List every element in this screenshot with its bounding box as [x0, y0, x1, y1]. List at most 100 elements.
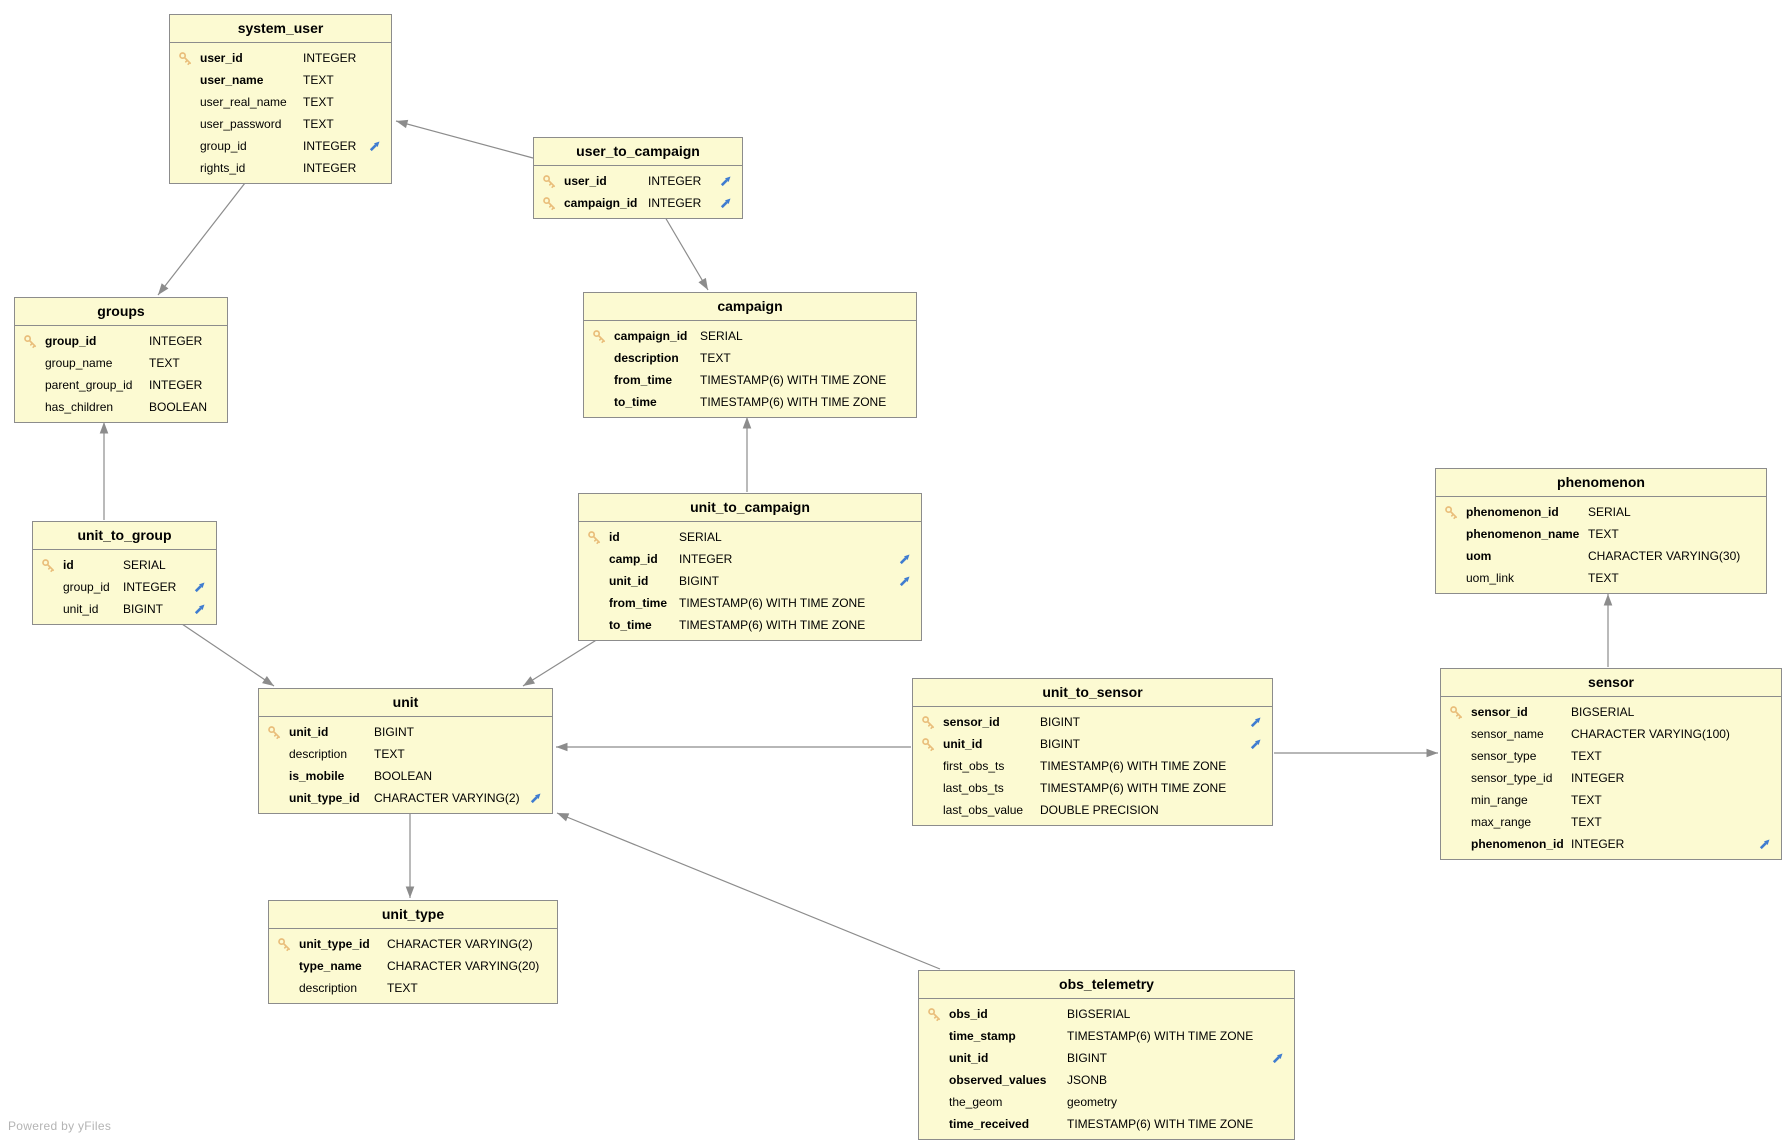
- field-type: SERIAL: [1588, 505, 1631, 519]
- field-type: INTEGER: [123, 580, 177, 594]
- field-name: last_obs_ts: [943, 781, 1004, 795]
- edge-unit_to_campaign-to-unit[interactable]: [522, 638, 599, 687]
- primary-key-icon: [1441, 705, 1471, 720]
- field-name: sensor_name: [1471, 727, 1544, 741]
- field-type: DOUBLE PRECISION: [1040, 803, 1159, 817]
- field-name: id: [63, 558, 74, 572]
- ne-arrow-glyph: [194, 582, 205, 593]
- field-type: TEXT: [1571, 749, 1602, 763]
- key-icon-glyph: [277, 937, 290, 951]
- foreign-key-icon: [1243, 737, 1263, 751]
- field-name: phenomenon_id: [1466, 505, 1559, 519]
- key-icon-glyph: [927, 1007, 940, 1021]
- ne-arrow-glyph: [720, 176, 731, 187]
- field-name: to_time: [609, 618, 652, 632]
- field-type: BIGSERIAL: [1067, 1007, 1131, 1021]
- field-type: INTEGER: [648, 174, 702, 188]
- edge-system_user-to-groups[interactable]: [157, 182, 246, 296]
- key-icon-glyph: [1449, 705, 1462, 719]
- key-icon-glyph: [542, 174, 555, 188]
- field-type: JSONB: [1067, 1073, 1108, 1087]
- entity-title: phenomenon: [1436, 469, 1766, 497]
- field-type: TEXT: [149, 356, 180, 370]
- field-name: user_id: [564, 174, 607, 188]
- field-type: BIGINT: [1040, 715, 1081, 729]
- entity-title: unit_to_group: [33, 522, 216, 550]
- field-type: TIMESTAMP(6) WITH TIME ZONE: [1040, 781, 1227, 795]
- edge-user_to_campaign-to-campaign[interactable]: [664, 216, 709, 291]
- field-type: CHARACTER VARYING(2): [387, 937, 533, 951]
- foreign-key-icon: [713, 196, 733, 210]
- entity-title: unit_to_sensor: [913, 679, 1272, 707]
- entity-title: unit_type: [269, 901, 557, 929]
- field-type: TIMESTAMP(6) WITH TIME ZONE: [1067, 1117, 1254, 1131]
- field-row: unit_id BIGINT: [913, 733, 1272, 755]
- field-type: BIGINT: [1040, 737, 1081, 751]
- field-type: INTEGER: [1571, 837, 1625, 851]
- field-name: to_time: [614, 395, 657, 409]
- field-type: INTEGER: [648, 196, 702, 210]
- entity-title: user_to_campaign: [534, 138, 742, 166]
- field-name: campaign_id: [564, 196, 638, 210]
- field-type: TEXT: [303, 95, 334, 109]
- field-type: TEXT: [374, 747, 405, 761]
- foreign-key-icon: [892, 552, 912, 566]
- field-name: time_stamp: [949, 1029, 1016, 1043]
- field-type: CHARACTER VARYING(30): [1588, 549, 1741, 563]
- ne-arrow-glyph: [194, 604, 205, 615]
- primary-key-icon: [1436, 505, 1466, 520]
- field-type: INTEGER: [303, 51, 357, 65]
- edge-unit_to_group-to-unit[interactable]: [181, 623, 275, 687]
- field-name: unit_id: [949, 1051, 989, 1065]
- foreign-key-icon: [187, 580, 207, 594]
- field-name: unit_type_id: [289, 791, 360, 805]
- ne-arrow-glyph: [1250, 717, 1261, 728]
- field-name: user_id: [200, 51, 243, 65]
- field-type: BIGINT: [1067, 1051, 1108, 1065]
- field-name: unit_type_id: [299, 937, 370, 951]
- field-name: user_name: [200, 73, 264, 87]
- field-type: INTEGER: [149, 334, 203, 348]
- yfiles-watermark[interactable]: Powered by yFiles: [8, 1119, 112, 1133]
- field-name: user_password: [200, 117, 282, 131]
- entity-unit_type[interactable]: unit_type unit_type_id CHARACTER VARYING(2…: [268, 900, 558, 1004]
- field-row: unit_type_id CHARACTER VARYING(2): [269, 933, 557, 955]
- ne-arrow-glyph: [899, 576, 910, 587]
- field-type: TEXT: [303, 117, 334, 131]
- field-type: SERIAL: [700, 329, 743, 343]
- field-row: last_obs_ts TIMESTAMP(6) WITH TIME ZONE: [913, 777, 1272, 799]
- field-type: TIMESTAMP(6) WITH TIME ZONE: [1040, 759, 1227, 773]
- field-name: description: [289, 747, 348, 761]
- field-name: description: [614, 351, 679, 365]
- field-name: unit_id: [943, 737, 983, 751]
- edge-user_to_campaign-to-system_user[interactable]: [395, 119, 534, 159]
- edge-obs_telemetry-to-unit[interactable]: [556, 812, 941, 970]
- field-row: phenomenon_id SERIAL: [1436, 501, 1766, 523]
- field-type: geometry: [1067, 1095, 1118, 1109]
